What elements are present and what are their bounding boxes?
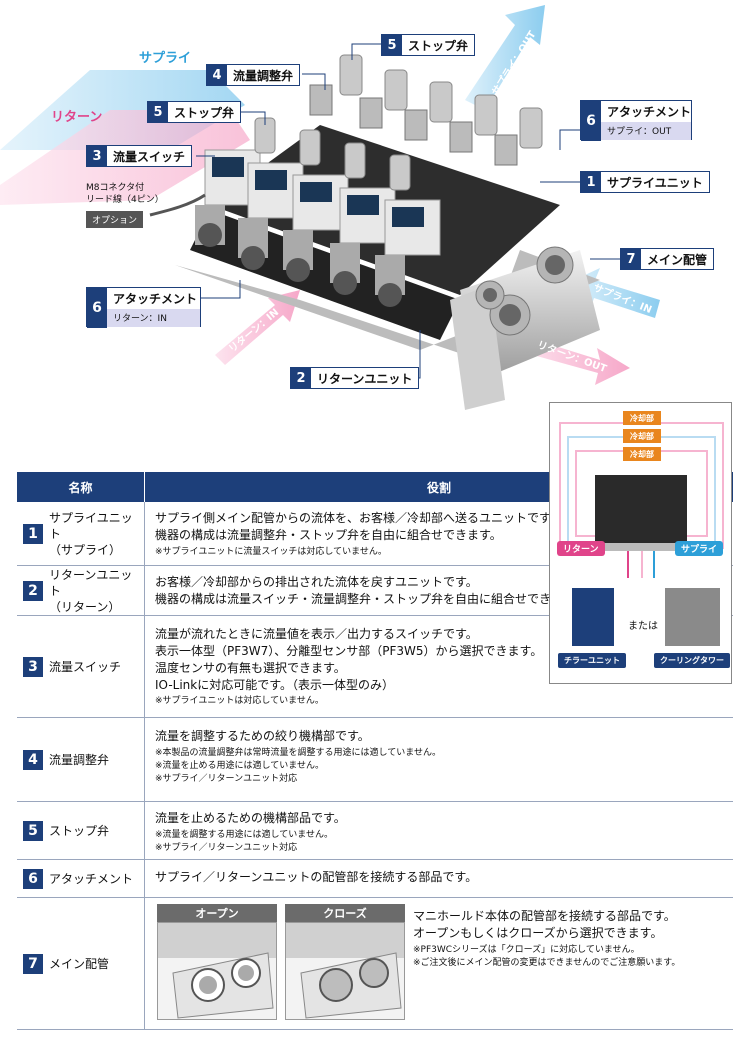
or-label: または	[628, 621, 658, 632]
header-name: 名称	[17, 472, 145, 502]
table-row-return-unit: 2 リターンユニット（リターン） お客様／冷却部からの排出された流体を戻すユニッ…	[17, 566, 733, 616]
cooling-part-2: 冷却部	[623, 429, 661, 443]
table-row-main-pipe: 7 メイン配管 オープン クローズ	[17, 898, 733, 1030]
chiller-unit-tag: チラーユニット	[558, 653, 626, 668]
product-illustration: サプライ リターン サプライ：OUT サプライ：IN リターン：IN リターン：…	[0, 0, 745, 470]
table-row-stop-valve: 5 ストップ弁 流量を止めるための機構部品です。 ※流量を調整する用途には適して…	[17, 802, 733, 860]
cooling-tower-tag: クーリングタワー	[654, 653, 730, 668]
table-row-flow-control-valve: 4 流量調整弁 流量を調整するための絞り機構部です。 ※本製品の流量調整弁は常時…	[17, 718, 733, 802]
flow-switch-3	[283, 174, 349, 282]
header-role: 役割	[426, 480, 451, 495]
close-pipe-image	[285, 922, 405, 1020]
cooling-part-1: 冷却部	[623, 411, 661, 425]
callout-attachment-supply-out: 6 アタッチメント サプライ：OUT	[580, 100, 692, 141]
open-pipe-image	[157, 922, 277, 1020]
supply-tag: サプライ	[675, 541, 724, 556]
flow-switch-5	[375, 199, 441, 307]
close-label: クローズ	[285, 904, 405, 922]
connector-note: M8コネクタ付 リード線（4ピン）	[86, 183, 164, 205]
open-label: オープン	[157, 904, 277, 922]
return-arrow-label: リターン	[51, 110, 103, 125]
option-tag: オプション	[86, 211, 144, 228]
table-row-flow-switch: 3 流量スイッチ 流量が流れたときに流量値を表示／出力するスイッチです。 表示一…	[17, 616, 733, 718]
supply-arrow-label: サプライ	[139, 51, 192, 66]
return-tag: リターン	[557, 541, 605, 556]
table-row-supply-unit: 1 サプライユニット（サプライ） サプライ側メイン配管からの流体を、お客様／冷却…	[17, 502, 733, 566]
component-table: 名称 役割 1 サプライユニット（サプライ） サプライ側メイン配管からの流体を、…	[17, 472, 733, 1030]
flow-control-knobs	[309, 84, 518, 166]
system-diagram: 冷却部 冷却部 冷却部 リターン サプライ または チラーユニット クーリングタ…	[549, 402, 732, 684]
stop-valve-handles	[254, 54, 543, 191]
flow-switch-row	[149, 43, 620, 379]
table-row-attachment: 6 アタッチメント サプライ／リターンユニットの配管部を接続する部品です。	[17, 860, 733, 898]
cooling-part-3: 冷却部	[623, 447, 661, 461]
callout-attachment-return-in: 6 アタッチメント リターン：IN	[86, 287, 201, 328]
